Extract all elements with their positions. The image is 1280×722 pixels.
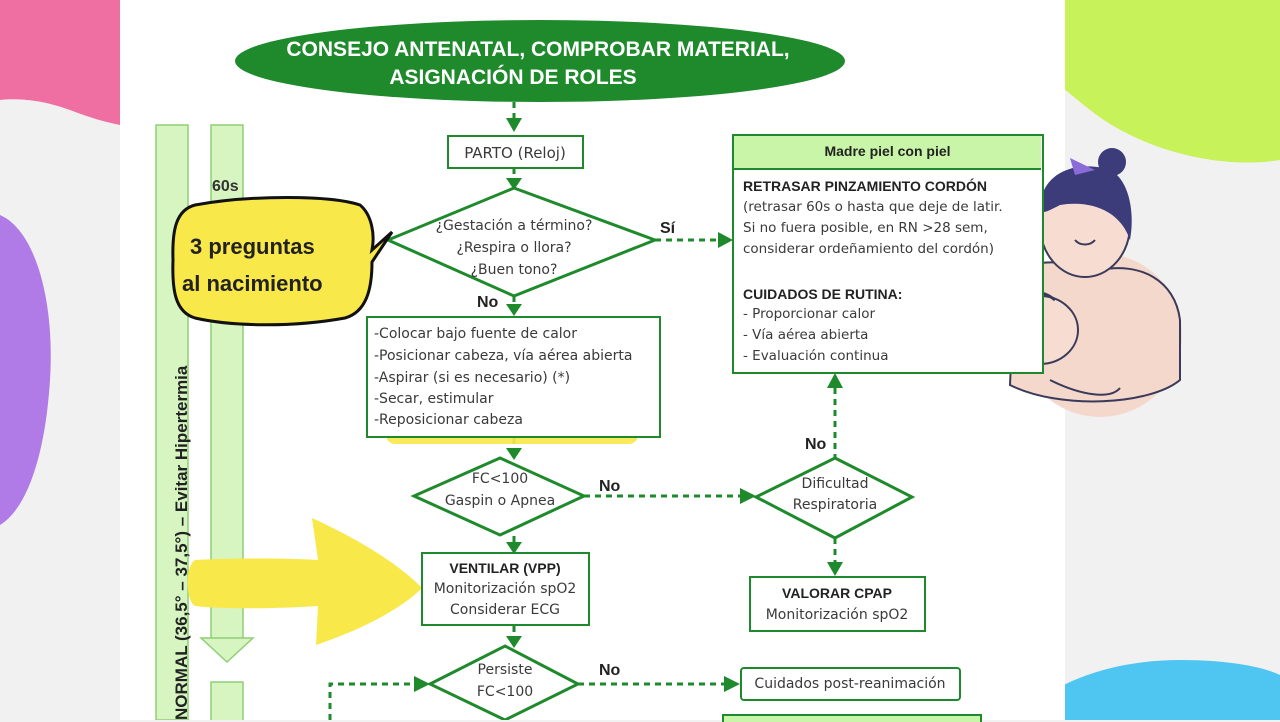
cpap-title: VALORAR CPAP: [782, 585, 892, 601]
madre-item: - Proporcionar calor: [743, 306, 876, 322]
madre-box: Madre piel con piel RETRASAR PINZAMIENTO…: [732, 134, 1044, 374]
post-care-label: Cuidados post-reanimación: [754, 676, 946, 692]
d1-yes-label: Sí: [660, 220, 676, 237]
madre-item: - Vía aérea abierta: [743, 327, 869, 343]
post-care-box: Cuidados post-reanimación: [740, 667, 961, 701]
ventilar-line1: Monitorización spO2: [433, 581, 577, 597]
madre-item: - Evaluación continua: [743, 348, 889, 364]
step-item: -Secar, estimular: [374, 391, 494, 407]
d1-line2: ¿Respira o llora?: [456, 240, 572, 256]
ventilar-box: VENTILAR (VPP) Monitorización spO2 Consi…: [421, 552, 590, 626]
d2-line1: FC<100: [471, 471, 529, 487]
decision-diamond-dificultad: [752, 456, 916, 540]
madre-header: Madre piel con piel: [824, 143, 951, 159]
decision-diamond-3: [426, 644, 582, 720]
dificultad-no-label: No: [805, 436, 827, 453]
callout-bubble: [171, 196, 394, 327]
d1-line3: ¿Buen tono?: [470, 262, 558, 278]
madre-text: considerar ordeñamiento del cordón): [743, 241, 995, 257]
d3-line2: FC<100: [476, 684, 534, 700]
parto-label: PARTO (Reloj): [464, 144, 566, 162]
blue-blob: [1020, 660, 1280, 720]
madre-text: Si no fuera posible, en RN >28 sem,: [743, 220, 988, 236]
header-title-line1: CONSEJO ANTENATAL, COMPROBAR MATERIAL,: [286, 38, 790, 61]
pointer-arrow: [187, 518, 422, 645]
callout-line2: al nacimiento: [182, 271, 323, 296]
decision-diamond-2: [410, 456, 588, 537]
callout-line1: 3 preguntas: [190, 234, 315, 259]
dificultad-line2: Respiratoria: [792, 497, 878, 513]
timer-bar-arrow: [199, 637, 255, 664]
timer-bar-2: [210, 681, 244, 720]
madre-title2: CUIDADOS DE RUTINA:: [743, 286, 903, 302]
cpap-line1: Monitorización spO2: [765, 607, 909, 623]
ventilar-line2: Considerar ECG: [450, 602, 560, 618]
ventilar-title: VENTILAR (VPP): [449, 560, 561, 576]
step-item: -Reposicionar cabeza: [374, 412, 523, 428]
step-item: -Posicionar cabeza, vía aérea abierta: [374, 348, 633, 364]
d1-no-label: No: [477, 294, 499, 311]
d2-no-label: No: [599, 478, 621, 495]
dificultad-line1: Dificultad: [801, 476, 869, 492]
madre-text: (retrasar 60s o hasta que deje de latir.: [743, 199, 1003, 215]
bottom-box-partial: [722, 714, 982, 722]
header-title-line2: ASIGNACIÓN DE ROLES: [389, 66, 637, 89]
mother-baby-illustration: [1001, 148, 1182, 417]
timer-label: 60s: [212, 178, 239, 195]
d3-line1: Persiste: [477, 662, 533, 678]
step-item: -Aspirar (si es necesario) (*): [374, 370, 571, 386]
d3-no-label: No: [599, 662, 621, 679]
d2-line2: Gaspin o Apnea: [444, 493, 556, 509]
arrow-loop: [328, 682, 416, 720]
lime-blob: [1000, 0, 1280, 163]
decision-diamond-1: [384, 186, 660, 298]
d1-line1: ¿Gestación a término?: [435, 218, 593, 234]
temperature-label: NORMAL (36,5° – 37,5°) – Evitar Hiperter…: [172, 365, 191, 720]
header-ellipse: [235, 20, 845, 102]
cpap-box: VALORAR CPAP Monitorización spO2: [749, 576, 926, 632]
madre-title1: RETRASAR PINZAMIENTO CORDÓN: [743, 178, 987, 194]
madre-header-band: [734, 136, 1041, 170]
initial-steps-box: -Colocar bajo fuente de calor -Posiciona…: [366, 316, 661, 438]
purple-blob: [0, 215, 51, 525]
step-item: -Colocar bajo fuente de calor: [374, 326, 577, 342]
parto-box: PARTO (Reloj): [447, 135, 584, 169]
